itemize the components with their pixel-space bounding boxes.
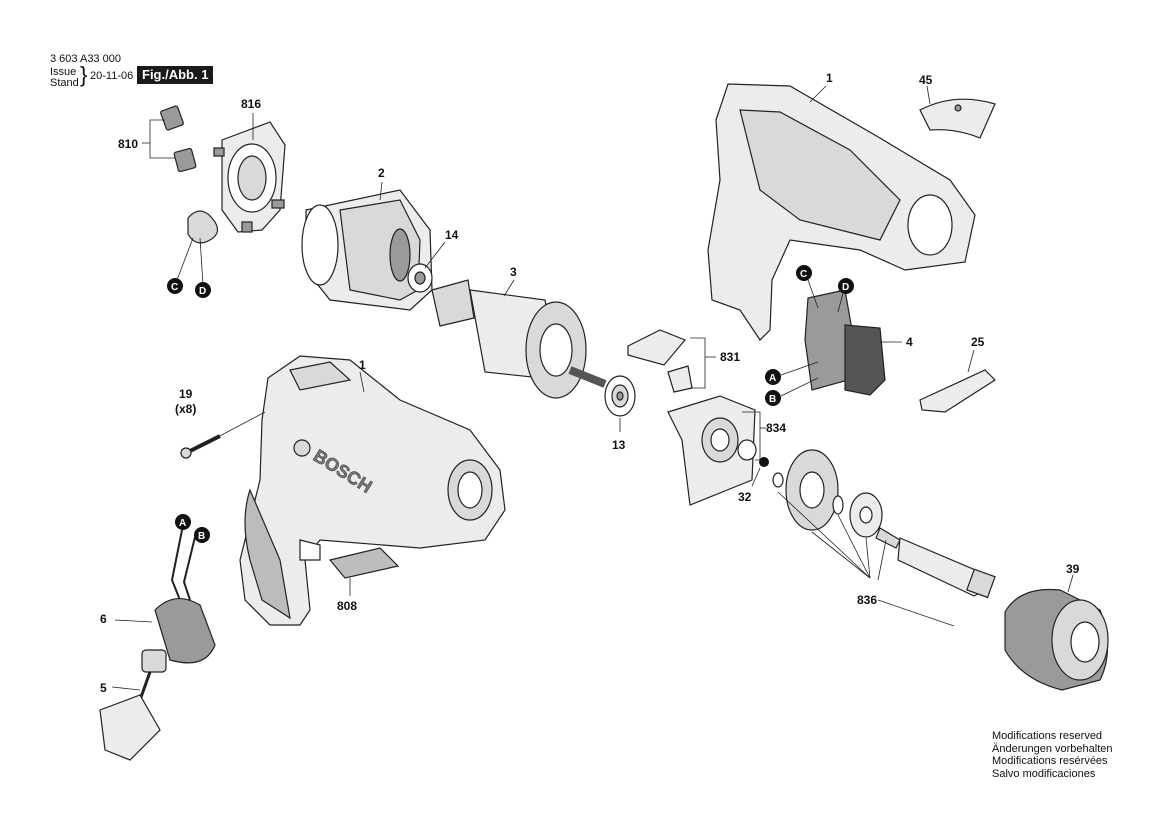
label-45: 45 [919,73,933,87]
label-19-qty: (x8) [175,402,196,416]
bearing-13: 13 [604,375,636,452]
label-6: 6 [100,612,107,626]
svg-text:B: B [769,394,776,405]
stand-label: Stand [50,77,79,89]
label-834: 834 [766,421,786,435]
housing-right: 1 [707,71,976,341]
bearing-14: 14 [407,228,459,293]
label-1-left: 1 [359,358,366,372]
label-14: 14 [445,228,459,242]
bearing-plate-834: 834 [667,395,786,506]
note-en: Modifications reserved [992,730,1103,742]
issue-label: Issue [50,66,77,78]
power-cord: 6 5 [99,529,216,761]
svg-text:A: A [179,518,186,529]
plate-25: 25 [919,335,996,413]
lever-831: 831 [627,329,740,393]
label-32: 32 [738,490,752,504]
svg-text:C: C [800,269,807,280]
svg-text:D: D [842,282,849,293]
ball-32: 32 [738,457,769,504]
label-5: 5 [100,681,107,695]
marker-c-left: C [167,278,183,294]
carbon-brushes: 810 [118,105,197,173]
label-816: 816 [241,97,261,111]
housing-left: BOSCH 1 [239,355,506,626]
label-1-right: 1 [826,71,833,85]
note-es: Salvo modificaciones [992,767,1096,780]
svg-text:C: C [171,282,178,293]
label-39: 39 [1066,562,1080,576]
marker-d-left: D [195,282,211,298]
figure-badge: Fig./Abb. 1 [137,66,214,84]
label-810: 810 [118,137,138,151]
chuck-39: 39 [1004,562,1109,691]
note-fr: Modifications resérvées [992,755,1108,767]
armature: 3 [431,265,607,399]
marker-a-cord: A [175,514,191,530]
label-4: 4 [906,335,913,349]
switch-4: 4 [804,289,913,396]
label-808: 808 [337,599,357,613]
marker-a-switch: A [765,361,819,385]
motor-field: 2 [301,166,433,311]
label-3: 3 [510,265,517,279]
brace: } [80,62,88,87]
screw-19: 19 (x8) [175,387,266,459]
label-13: 13 [612,438,626,452]
label-2: 2 [378,166,385,180]
svg-text:A: A [769,373,776,384]
marker-c-switch: C [796,265,819,309]
marker-d-switch: D [837,278,854,313]
doc-number: 3 603 A33 000 [50,53,121,65]
issue-date: 20-11-06 [90,70,134,82]
label-25: 25 [971,335,985,349]
svg-text:B: B [198,531,205,542]
label-plate-808: 808 [328,547,400,613]
modification-notes: Modifications reserved Änderungen vorbeh… [992,730,1112,780]
brush-holder: 816 [176,97,286,286]
label-836: 836 [857,593,877,607]
note-de: Änderungen vorbehalten [992,742,1113,755]
cover-45: 45 [919,73,996,139]
label-19: 19 [179,387,193,401]
marker-b-switch: B [765,377,819,406]
svg-text:D: D [199,286,206,297]
spindle-set-836: 836 [772,449,996,627]
marker-b-cord: B [194,527,210,543]
label-831: 831 [720,350,740,364]
